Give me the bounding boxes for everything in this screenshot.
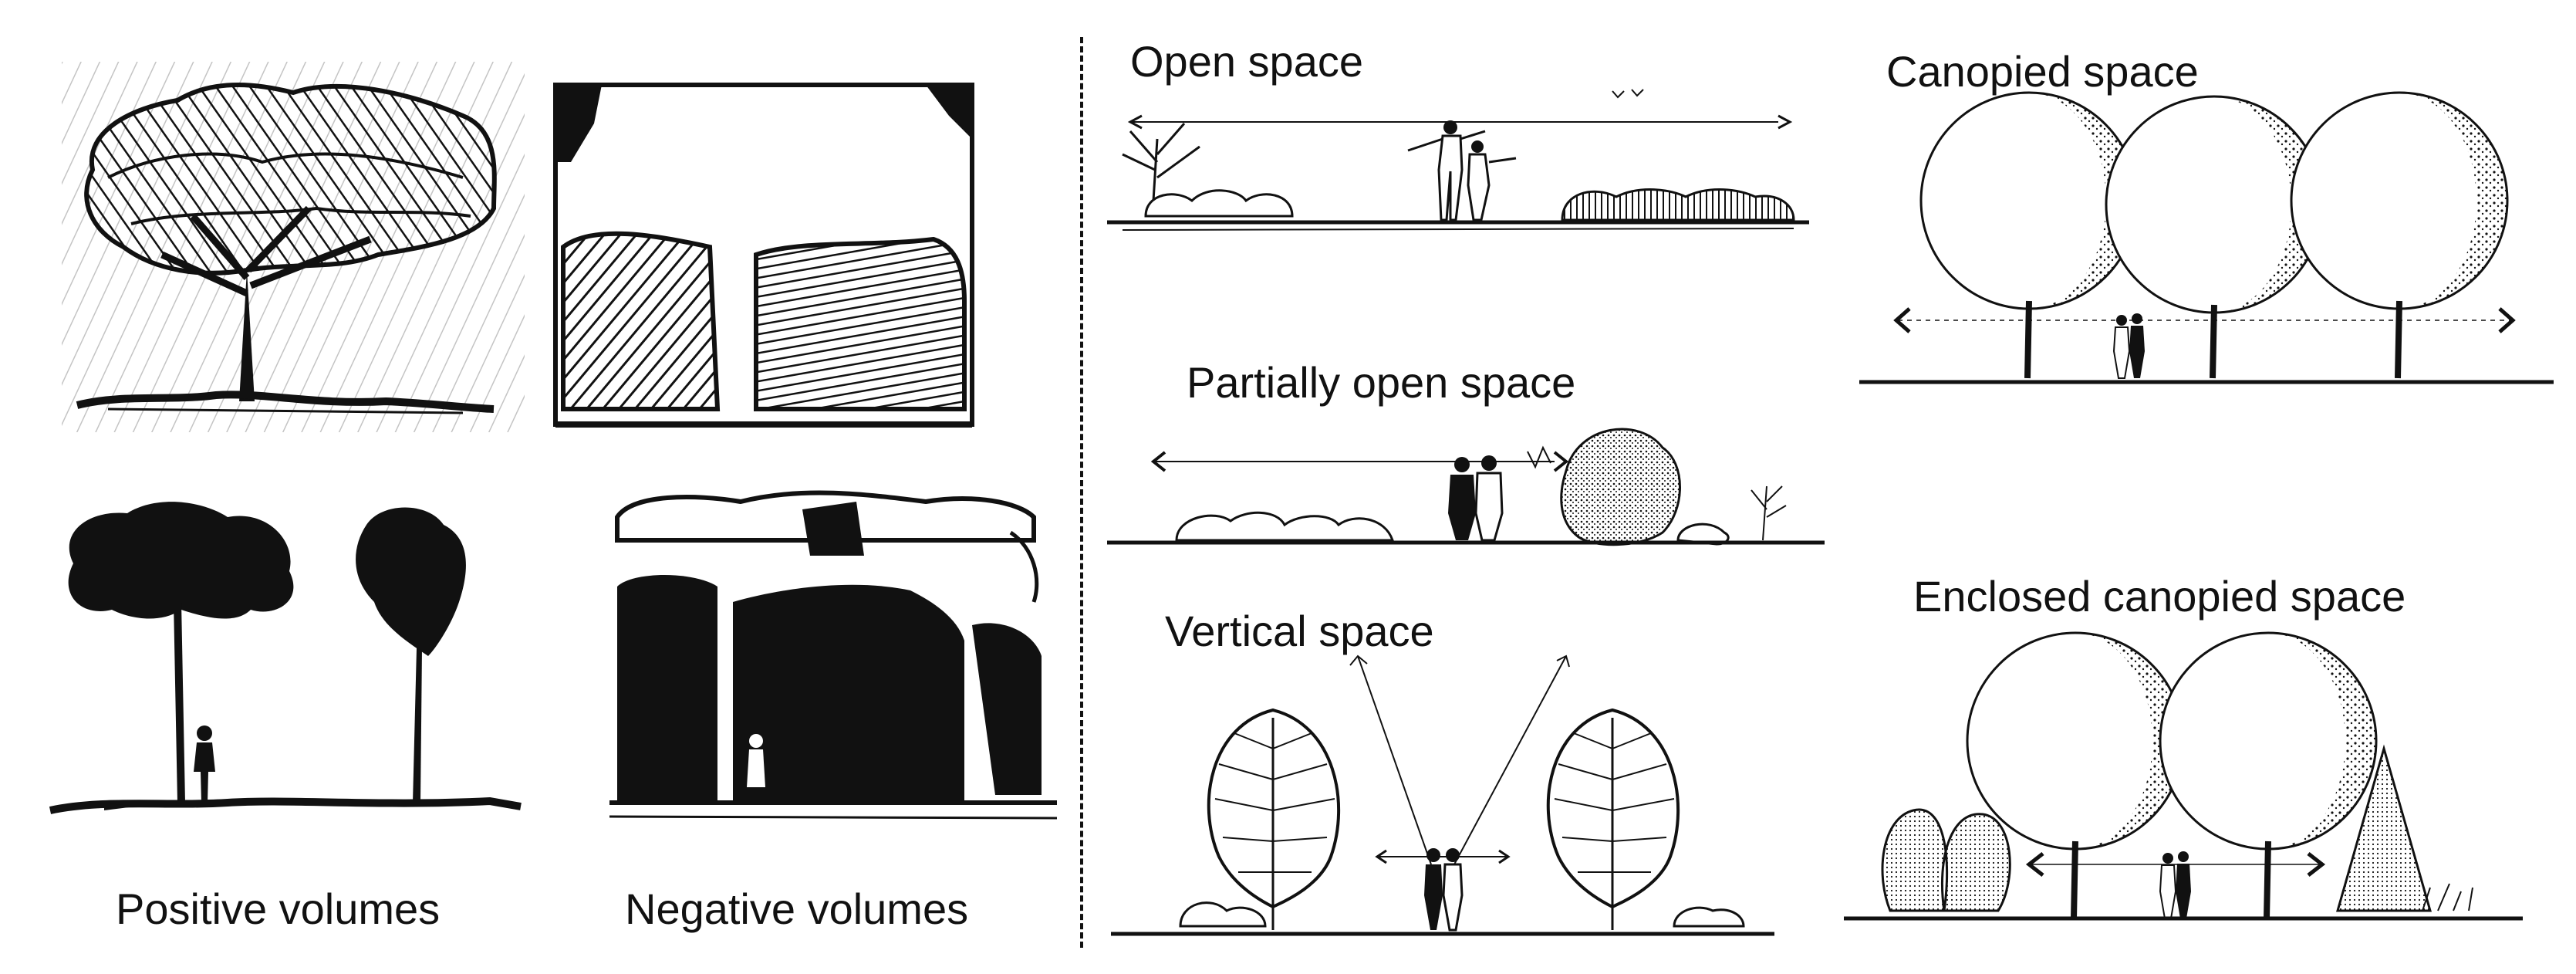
title-open-space: Open space: [1130, 37, 1363, 86]
negative-volume-dense-block-sketch: [602, 486, 1065, 841]
partially-open-space-section-sketch: [1099, 401, 1832, 556]
caption-positive-volumes: Positive volumes: [116, 884, 441, 933]
title-canopied-space: Canopied space: [1886, 47, 2199, 96]
positive-volume-two-trees-sketch: [42, 494, 544, 834]
caption-negative-volumes: Negative volumes: [625, 884, 969, 933]
vertical-space-section-sketch: [1111, 648, 1774, 942]
title-enclosed-canopied-space: Enclosed canopied space: [1913, 572, 2406, 621]
dashed-divider: [1080, 37, 1083, 948]
title-vertical-space: Vertical space: [1165, 607, 1434, 655]
positive-volume-tree-sketch: [62, 62, 525, 432]
title-partially-open-space: Partially open space: [1187, 358, 1576, 407]
enclosed-canopied-space-section-sketch: [1844, 625, 2523, 934]
negative-volume-shrub-frame-sketch: [548, 69, 980, 440]
canopied-space-section-sketch: [1859, 85, 2554, 394]
open-space-section-sketch: [1099, 85, 1817, 239]
